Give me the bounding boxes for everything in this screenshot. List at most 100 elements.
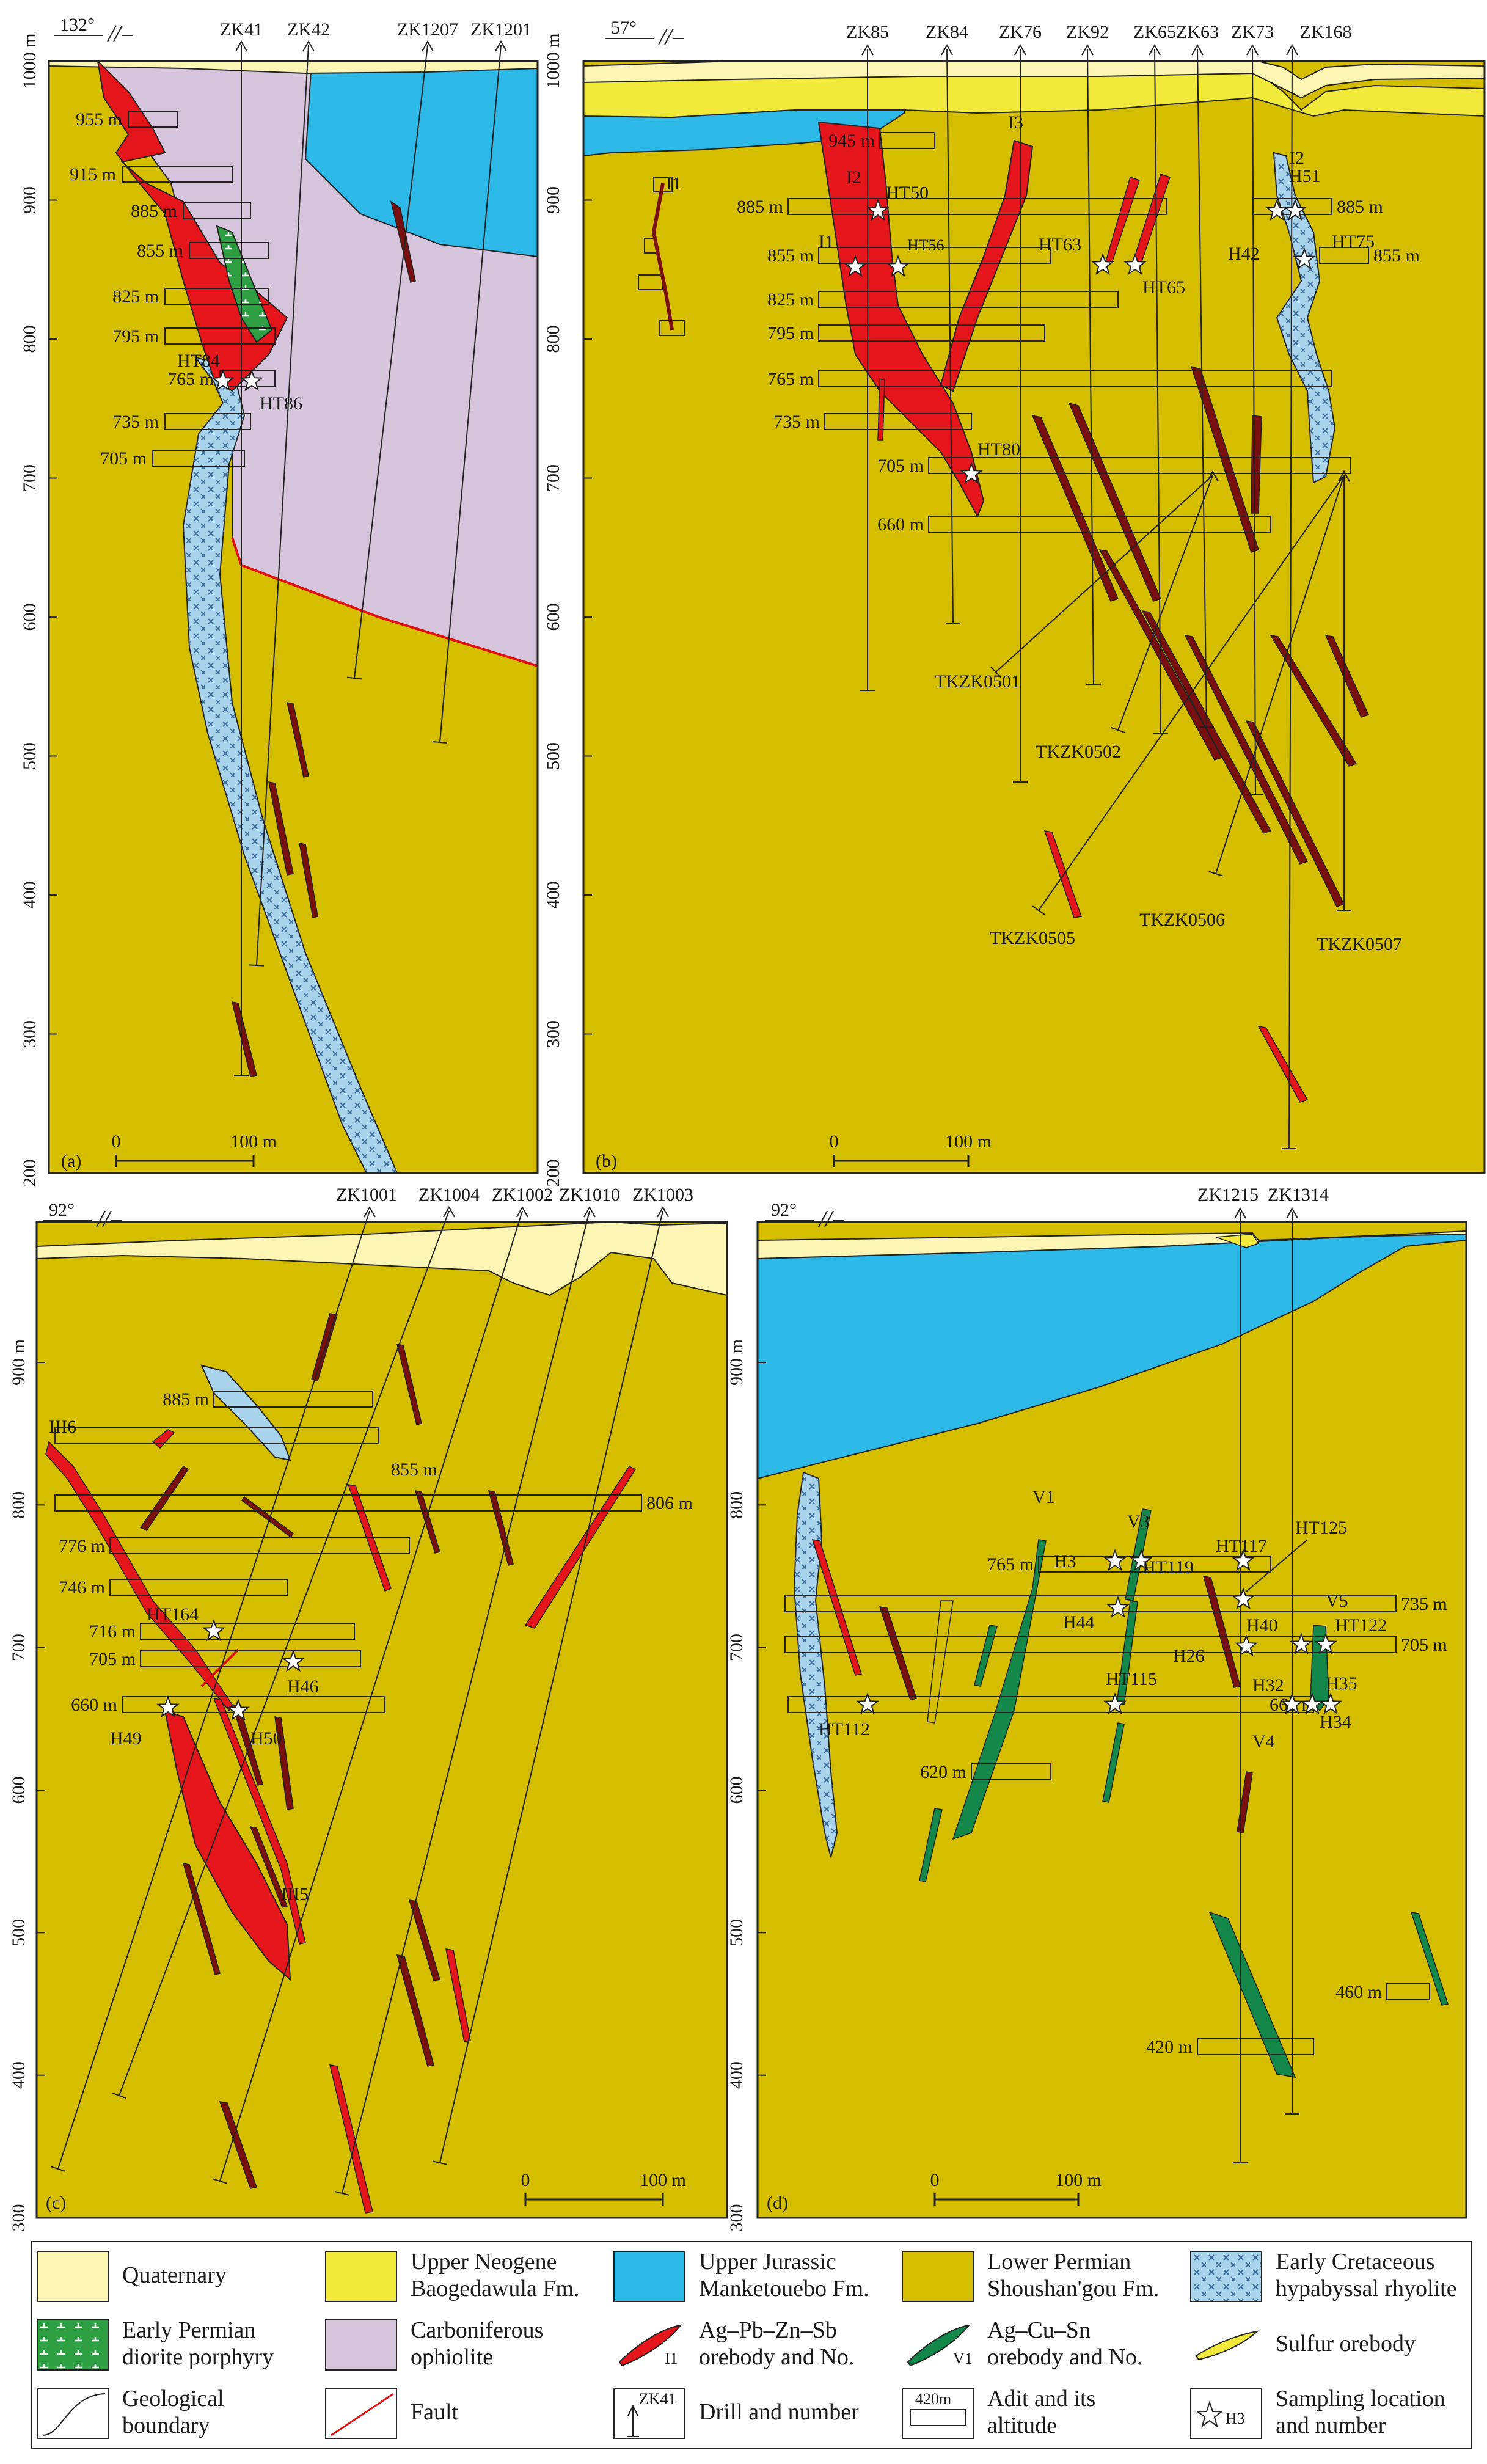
legend-swatch-agcu: V1 (902, 2319, 974, 2371)
adit-box (109, 1537, 410, 1554)
drill-ZK41 (234, 40, 249, 1076)
sample-label: H32 (1252, 1675, 1284, 1695)
drill-tkzk0502 (1111, 470, 1219, 734)
y-tick-label: 300 (543, 1020, 563, 1048)
panel-tag: (b) (596, 1151, 617, 1171)
adit-label: 885 m (163, 1389, 209, 1409)
legend-label: Quaternary (122, 2262, 227, 2288)
adit-label: 765 m (767, 369, 814, 389)
sample-star (282, 1650, 305, 1672)
orebody-label: V5 (1326, 1591, 1348, 1611)
adit-label: 660 m (877, 514, 924, 535)
sample-label: H35 (1326, 1673, 1357, 1694)
legend-swatch-fault (325, 2388, 397, 2439)
y-tick-label: 400 (20, 882, 40, 909)
y-tick-label: 700 (726, 1634, 747, 1661)
drill-label: ZK41 (220, 20, 263, 40)
sample-label: H51 (1289, 166, 1321, 186)
scale-zero: 0 (112, 1131, 121, 1152)
y-tick-label: 900 m (726, 1339, 747, 1386)
panel-c-frame (35, 1221, 728, 2219)
adit-label: 735 m (1401, 1594, 1447, 1614)
rhyolite-pattern (183, 357, 397, 1173)
adit-box (128, 111, 178, 128)
sample-star (856, 1692, 879, 1715)
sample-star (866, 199, 890, 221)
legend-label: Fault (411, 2399, 459, 2425)
scale-zero: 0 (830, 1131, 839, 1152)
orebody-label: I1 (819, 232, 834, 252)
sample-label: HT119 (1142, 1557, 1194, 1577)
adit-label: 825 m (112, 287, 159, 307)
adit-box (1197, 2038, 1314, 2055)
panel-d (758, 1222, 1466, 2218)
y-tick-label: 500 (543, 742, 563, 770)
adit-box (54, 1427, 379, 1444)
sample-star (1314, 1632, 1337, 1655)
adit-label: 660 m (71, 1695, 117, 1715)
adit-box (787, 198, 1167, 215)
sample-label: HT84 (177, 351, 220, 371)
drill-ZK168 (1281, 43, 1298, 1150)
orebody-III5 (164, 1709, 291, 1981)
sample-star (1290, 1632, 1313, 1655)
adit-label: 735 m (773, 412, 820, 432)
drill-label: ZK1215 (1197, 1185, 1259, 1205)
adit-box (140, 1650, 361, 1667)
adit-box (1319, 247, 1369, 264)
legend-item-sulfur: Sulfur orebody (1190, 2317, 1472, 2378)
y-tick-label: 400 (726, 2061, 747, 2089)
y-tick-label: 900 (543, 186, 563, 214)
drill-ZK63 (1191, 43, 1215, 728)
drill-label: ZK73 (1231, 22, 1274, 42)
sample-label: HT112 (819, 1719, 870, 1739)
fault-line (200, 1648, 239, 1687)
y-tick-label: 700 (543, 464, 563, 492)
sample-star (227, 1698, 250, 1721)
y-tick-label: 200 (20, 1160, 40, 1187)
quaternary-layer (37, 1222, 727, 1296)
sample-label: H3 (1054, 1551, 1076, 1571)
adit-label: 795 m (767, 323, 814, 343)
orebody-label: III6 (49, 1417, 76, 1437)
adit-box (213, 1391, 373, 1408)
sample-star (202, 1619, 225, 1642)
y-tick-label: 900 m (9, 1339, 29, 1386)
adit-label: 855 m (391, 1460, 437, 1480)
adit-box (818, 247, 1051, 264)
sample-star (1281, 1692, 1304, 1715)
adit-box (189, 242, 269, 259)
drill-label: ZK1314 (1268, 1185, 1329, 1205)
sample-label: HT122 (1335, 1615, 1387, 1636)
sample-star (1319, 1692, 1342, 1715)
sample-label: H50 (250, 1728, 282, 1749)
sample-label: HT63 (1039, 235, 1081, 255)
drill-ZK1003 (433, 1205, 669, 2165)
rhyolite-lens (200, 1364, 291, 1461)
adit-label: 855 m (767, 246, 814, 266)
sample-label: HT164 (147, 1604, 199, 1625)
sample-label: H34 (1320, 1712, 1351, 1732)
sample-star-ht86 (240, 369, 263, 392)
sample-star (1130, 1549, 1153, 1571)
scale-zero: 0 (930, 2170, 940, 2190)
hole-label: TKZK0505 (990, 928, 1075, 948)
drill-label: ZK63 (1176, 22, 1219, 42)
legend-item-quaternary: Quaternary (37, 2248, 319, 2309)
legend-item-jurassic: Upper Jurassic Manketouebo Fm. (613, 2248, 896, 2309)
adit-label: 420 m (1146, 2037, 1193, 2057)
legend-label: Ag–Pb–Zn–Sb orebody and No. (699, 2317, 855, 2370)
y-tick-label: 600 (726, 1777, 747, 1804)
orebody-label: V3 (1127, 1512, 1150, 1532)
legend-label: Ag–Cu–Sn orebody and No. (987, 2317, 1143, 2370)
legend-label: Sulfur orebody (1276, 2331, 1416, 2356)
adit-label: 885 m (131, 201, 177, 221)
sample-label: H44 (1063, 1612, 1095, 1632)
legend-tag: H3 (1226, 2410, 1245, 2427)
y-tick-label: 600 (9, 1777, 29, 1804)
sample-label: HT86 (260, 393, 302, 414)
rhyolite-pattern (1274, 153, 1335, 483)
legend-item-neogene: Upper Neogene Baogedawula Fm. (325, 2248, 607, 2309)
sample-star-ht84 (211, 369, 235, 392)
